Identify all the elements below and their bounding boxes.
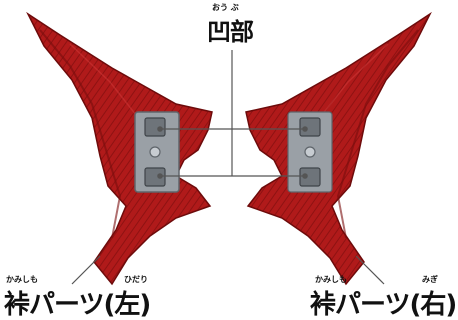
top-label: 凹部 <box>207 18 254 46</box>
recess-leader-lines <box>157 50 308 179</box>
right-ruby-kamishimo: かみしも <box>315 275 347 284</box>
right-upper-recess <box>299 117 321 137</box>
left-ruby-kamishimo: かみしも <box>6 275 38 284</box>
left-peg <box>149 146 161 158</box>
right-lower-recess <box>299 167 321 187</box>
right-part-leader <box>355 255 385 285</box>
left-part-leader <box>71 255 101 285</box>
left-part-label: 裃パーツ(左) <box>4 290 151 320</box>
left-ruby-side: ひだり <box>124 275 148 284</box>
right-ruby-side: みぎ <box>422 275 438 284</box>
top-label-ruby: おう ぶ <box>212 3 239 12</box>
left-socket-plate <box>134 111 180 193</box>
right-part-body <box>245 11 432 286</box>
right-part <box>245 11 432 286</box>
left-part <box>26 11 213 286</box>
right-socket-plate <box>287 111 333 193</box>
left-upper-recess <box>144 117 166 137</box>
left-lower-recess <box>144 167 166 187</box>
left-part-body <box>26 11 213 286</box>
right-part-label: 裃パーツ(右) <box>310 290 457 320</box>
right-peg <box>304 146 316 158</box>
